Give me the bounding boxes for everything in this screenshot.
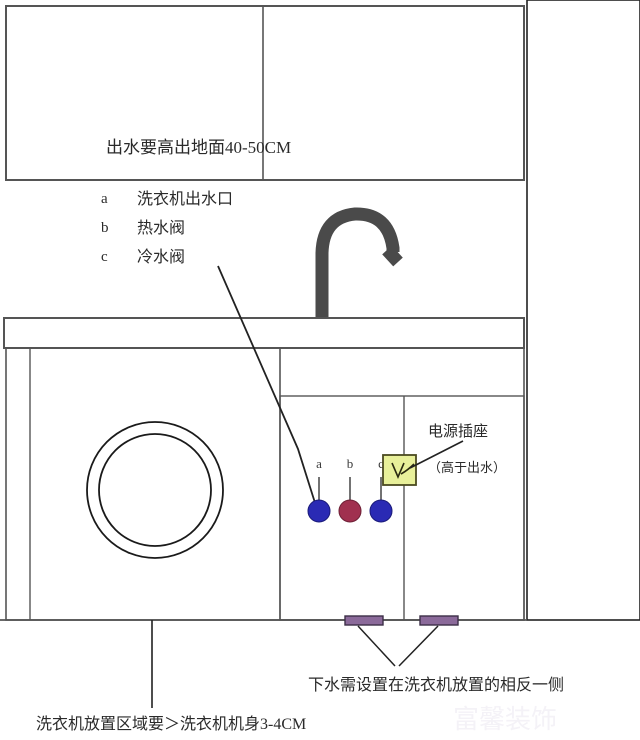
drain-leader-left [357,625,396,667]
drain-note: 下水需设置在洗衣机放置的相反一侧 [308,676,564,694]
base-cabinet-outline [5,347,525,621]
valve-a-marker [307,499,331,523]
upper-cabinet [5,5,525,181]
watermark-text: 富馨装饰 [453,704,557,734]
faucet-spout [382,245,403,267]
door-outer-ring [86,421,224,559]
valve-a-key: a [316,456,322,471]
machine-area-note: 洗衣机放置区域要＞洗衣机机身3-4CM [36,715,306,733]
outlet-height-note: 出水要高出地面40-50CM [106,138,291,157]
valve-b-marker [338,499,362,523]
legend-label-a: 洗衣机出水口 [137,190,233,208]
legend: a 洗衣机出水口 b 热水阀 c 冷水阀 [101,190,233,266]
socket-glyph-hook [400,463,415,475]
valve-a: a [307,456,331,523]
leader-line-outlet [217,265,317,507]
legend-key-b: b [101,220,109,236]
drain-leader-right [398,625,439,667]
valve-b: b [338,456,362,523]
valve-b-key: b [347,456,354,471]
valve-c-key: c [378,456,384,471]
upper-cabinet-outline [5,5,525,181]
washing-machine-door [86,421,224,559]
legend-label-c: 冷水阀 [137,248,185,266]
drain-group [344,615,459,667]
valve-c: c [369,456,393,523]
right-column-outline [526,0,640,621]
socket-glyph-v [391,462,405,480]
door-inner-ring [98,433,212,547]
faucet-arc [315,207,400,318]
valve-c-marker [369,499,393,523]
socket-subtitle: （高于出水） [428,460,506,475]
legend-key-a: a [101,191,108,207]
drain-outlet-2 [419,615,459,626]
socket-box [382,454,417,486]
countertop-slab [3,317,525,349]
drain-outlet-1 [344,615,384,626]
legend-label-b: 热水阀 [137,219,185,237]
legend-key-c: c [101,249,108,265]
valve-group: a b c [307,456,393,523]
right-tall-column [526,0,640,621]
power-socket: 电源插座 （高于出水） [382,423,506,486]
socket-leader-line [409,440,464,469]
socket-title: 电源插座 [428,423,488,440]
faucet-icon [315,207,403,318]
countertop [3,317,525,349]
base-cabinet [5,347,525,621]
